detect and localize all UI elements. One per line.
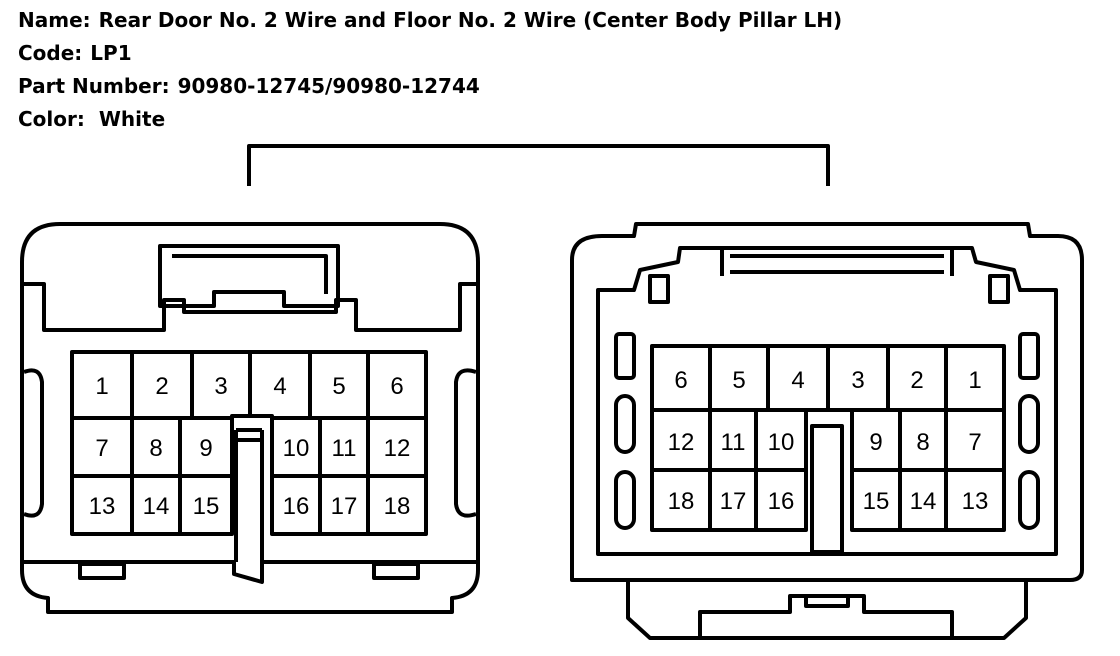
right-connector: [570, 222, 1084, 640]
left-bottom-tab-left: [78, 562, 126, 580]
right-side-rib-right-top: [1018, 332, 1040, 380]
left-latch-inner: [172, 254, 328, 294]
left-pin-label: 8: [149, 435, 162, 462]
left-pin-label: 10: [283, 435, 310, 462]
right-pin-label: 3: [851, 367, 864, 394]
connector-info: Name: Rear Door No. 2 Wire and Floor No. …: [18, 4, 842, 136]
left-pin-label: 13: [89, 493, 116, 520]
color-row: Color: White: [18, 103, 842, 136]
right-key-slot: [810, 424, 844, 554]
left-latch-outer: [158, 244, 340, 308]
left-side-rib-left: [23, 368, 44, 518]
left-pin-labels: 1 2 3 4 5 6 7 8 9 10 11 12 13 14 15 16 1…: [89, 373, 411, 520]
left-pin-label: 4: [273, 373, 286, 400]
left-housing-inner-line: [24, 282, 476, 332]
left-pin-label: 15: [193, 493, 220, 520]
name-value: Rear Door No. 2 Wire and Floor No. 2 Wir…: [98, 8, 843, 32]
left-bottom-edge: [24, 560, 476, 584]
left-bottom-tab-right: [372, 562, 420, 580]
left-pin-label: 17: [331, 493, 358, 520]
left-pin-label: 9: [199, 435, 212, 462]
left-pin-label: 2: [155, 373, 168, 400]
right-pin-label: 14: [910, 488, 937, 515]
right-side-rib-right-low: [1018, 470, 1040, 530]
color-value: White: [98, 107, 166, 131]
right-pin-label: 15: [863, 488, 890, 515]
part-number-row: Part Number: 90980-12745/90980-12744: [18, 70, 842, 103]
left-pin-grid-lines: [72, 352, 426, 534]
mating-bracket: [247, 144, 830, 186]
left-pin-label: 3: [214, 373, 227, 400]
left-pin-label: 1: [95, 373, 108, 400]
right-pin-label: 7: [968, 429, 981, 456]
name-row: Name: Rear Door No. 2 Wire and Floor No. …: [18, 4, 842, 37]
right-pin-label: 1: [968, 367, 981, 394]
right-pin-label: 5: [732, 367, 745, 394]
left-key-slot: [234, 428, 264, 562]
right-pin-label: 17: [720, 488, 747, 515]
right-pin-label: 6: [674, 367, 687, 394]
color-label: Color:: [18, 107, 85, 131]
right-side-rib-left-mid: [614, 394, 636, 454]
right-housing-inner-line: [596, 246, 1058, 556]
right-side-rib-left-top: [614, 332, 636, 380]
right-latch-window-right: [988, 274, 1010, 304]
left-pin-label: 18: [384, 493, 411, 520]
right-pin-label: 2: [910, 367, 923, 394]
right-pin-label: 8: [916, 429, 929, 456]
right-pin-label: 10: [768, 429, 795, 456]
left-pin-label: 7: [95, 435, 108, 462]
right-pin-label: 9: [869, 429, 882, 456]
part-number-label: Part Number:: [18, 74, 170, 98]
right-latch-window-left: [648, 274, 670, 304]
right-pin-labels: 6 5 4 3 2 1 12 11 10 9 8 7 18 17 16 15 1…: [668, 367, 989, 515]
right-latch-slot: [720, 248, 954, 276]
left-pin-label: 11: [332, 435, 357, 462]
left-pin-label: 14: [143, 493, 170, 520]
right-pin-grid-lines: [652, 346, 1004, 530]
right-side-rib-right-mid: [1018, 394, 1040, 454]
left-housing-outline: [20, 222, 480, 614]
right-pin-label: 12: [668, 429, 695, 456]
right-side-rib-left-low: [614, 470, 636, 530]
left-pin-label: 16: [283, 493, 310, 520]
right-pin-label: 18: [668, 488, 695, 515]
right-bottom-lock: [626, 580, 1028, 640]
code-value: LP1: [90, 41, 132, 65]
right-pin-label: 4: [791, 367, 804, 394]
right-housing-outline: [570, 222, 1084, 582]
right-bottom-lock-tab: [698, 594, 954, 638]
code-row: Code: LP1: [18, 37, 842, 70]
name-label: Name:: [18, 8, 91, 32]
right-pin-label: 13: [962, 488, 989, 515]
right-pin-label: 16: [768, 488, 795, 515]
left-pin-label: 12: [384, 435, 411, 462]
code-label: Code:: [18, 41, 83, 65]
left-connector: [20, 222, 480, 614]
left-pin-label: 5: [332, 373, 345, 400]
part-number-value: 90980-12745/90980-12744: [177, 74, 480, 98]
left-side-rib-right: [454, 368, 477, 518]
right-pin-label: 11: [721, 429, 746, 456]
left-pin-label: 6: [390, 373, 403, 400]
